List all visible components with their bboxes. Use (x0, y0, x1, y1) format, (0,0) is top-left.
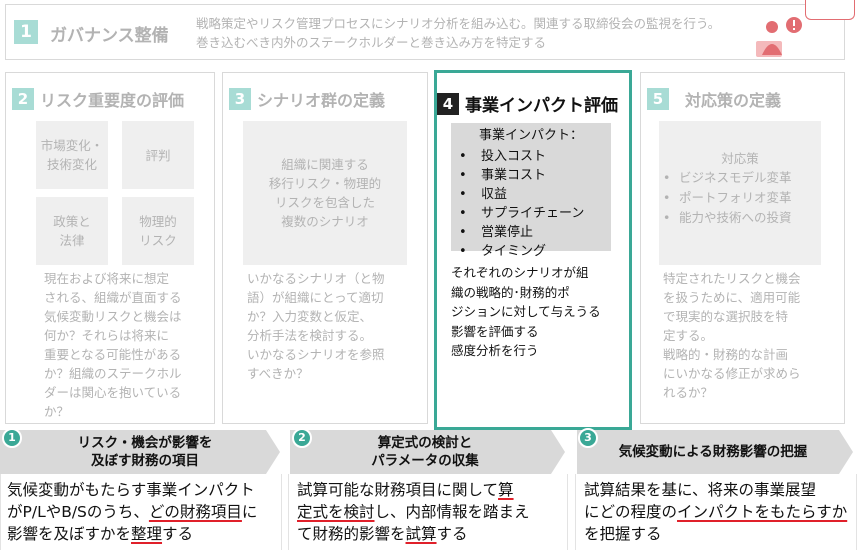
governance-desc-line: 戦略策定やリスク管理プロセスにシナリオ分析を組み込む。関連する取締役会の監視を行… (196, 16, 721, 31)
process-number-badge: 3 (578, 428, 598, 448)
response-box: 対応策 ビジネスモデル変革 ポートフォリオ変革 能力や技術への投資 (659, 121, 821, 265)
step-number: 4 (437, 92, 459, 115)
highlighted-phrase: 定式を検討 (297, 503, 375, 521)
step-title: シナリオ群の定義 (257, 91, 386, 110)
process-number-badge: 1 (2, 428, 22, 448)
step-description: いかなるシナリオ（と物語）が組織にとって適切か？入力変数と仮定、分析手法を検討す… (247, 271, 385, 381)
step-number: 2 (12, 88, 34, 110)
highlighted-phrase: 算 (498, 481, 514, 499)
step-number: 5 (647, 88, 669, 110)
chevron-label: 気候変動による財務影響の把握 (618, 444, 808, 460)
highlighted-phrase: 整理 (131, 525, 163, 543)
governance-desc-line: 巻き込むべき内外のステークホルダーと巻き込み方を特定する (196, 35, 547, 50)
chevron-label: 算定式の検討とパラメータの収集 (371, 435, 479, 469)
process-detail-text: 試算可能な財務項目に関して算 定式を検討し、内部情報を踏まえ て財務的影響を試算… (297, 481, 530, 543)
risk-cell-policy-law: 政策と 法律 (36, 197, 108, 265)
impact-list: 投入コスト 事業コスト 収益 サプライチェーン 営業停止 タイミング (459, 147, 611, 261)
scenario-box: 組織に関連する移行リスク・物理的リスクを包含した複数のシナリオ (243, 121, 407, 265)
governance-banner: 1 ガバナンス整備 戦略策定やリスク管理プロセスにシナリオ分析を組み込む。関連す… (5, 4, 845, 60)
list-item: タイミング (459, 242, 611, 261)
impact-box: 事業インパクト： 投入コスト 事業コスト 収益 サプライチェーン 営業停止 タイ… (451, 123, 611, 259)
step-number: 1 (14, 20, 38, 44)
step-title: 対応策の定義 (685, 91, 782, 110)
risk-cell-reputation: 評判 (122, 121, 194, 189)
process-detail-text: 気候変動がもたらす事業インパクト がP/LやB/Sのうち、どの財務項目に 影響を… (7, 481, 258, 543)
response-box-heading: 対応策 (721, 151, 759, 166)
list-item: 投入コスト (459, 147, 611, 166)
process-number-badge: 2 (292, 428, 312, 448)
risk-cell-physical: 物理的 リスク (122, 197, 194, 265)
highlighted-phrase: 試算 (405, 525, 437, 543)
presenter-icon (756, 17, 802, 57)
process-detail-text: 試算結果を基に、将来の事業展望 にどの程度のインパクトをもたらすか を把握する (584, 481, 848, 543)
step-number: 3 (229, 88, 251, 110)
list-item: ポートフォリオ変革 (663, 188, 821, 208)
risk-cell-market-tech: 市場変化・ 技術変化 (36, 121, 108, 189)
step-header: 2 リスク重要度の評価 (12, 87, 184, 111)
process-detail-1: 気候変動がもたらす事業インパクト がP/LやB/Sのうち、どの財務項目に 影響を… (0, 474, 282, 550)
process-chevron-2: 算定式の検討とパラメータの収集 (290, 430, 565, 474)
list-item: 収益 (459, 185, 611, 204)
process-detail-2: 試算可能な財務項目に関して算 定式を検討し、内部情報を踏まえ て財務的影響を試算… (288, 474, 568, 550)
step-description: 現在および将来に想定される、組織が直面する気候変動リスクと機会は何か？それらは将… (44, 271, 182, 419)
step-description: それぞれのシナリオが組織の戦略的･財務的ポジションに対して与えうる影響を評価する… (451, 265, 601, 358)
step-risk-materiality: 2 リスク重要度の評価 市場変化・ 技術変化 評判 政策と 法律 物理的 リスク… (5, 72, 215, 424)
process-chevron-1: リスク・機会が影響を及ぼす財務の項目 (0, 430, 280, 474)
process-detail-3: 試算結果を基に、将来の事業展望 にどの程度のインパクトをもたらすか を把握する (575, 474, 857, 550)
list-item: ビジネスモデル変革 (663, 168, 821, 188)
governance-title: ガバナンス整備 (50, 26, 169, 46)
step-header: 5 対応策の定義 (647, 87, 781, 111)
step-header: 4 事業インパクト評価 (437, 91, 618, 116)
chevron-label: リスク・機会が影響を及ぼす財務の項目 (77, 435, 213, 469)
highlighted-phrase: どの財務項目 (148, 503, 242, 521)
process-chevron-3: 気候変動による財務影響の把握 (577, 430, 853, 474)
speech-bubble (805, 0, 855, 20)
step-title: 事業インパクト評価 (465, 96, 618, 116)
impact-box-heading: 事業インパクト： (478, 128, 583, 143)
list-item: 営業停止 (459, 223, 611, 242)
highlighted-phrase: インパクトをもたらすか (677, 503, 848, 521)
step-title: リスク重要度の評価 (40, 91, 185, 110)
list-item: 事業コスト (459, 166, 611, 185)
step-scenario-definition: 3 シナリオ群の定義 組織に関連する移行リスク・物理的リスクを包含した複数のシナ… (222, 72, 428, 424)
step-description: 特定されたリスクと機会を扱うために、適用可能で現実的な選択肢を特定する。戦略的・… (663, 271, 801, 400)
list-item: 能力や技術への投資 (663, 208, 821, 228)
step-business-impact: 4 事業インパクト評価 事業インパクト： 投入コスト 事業コスト 収益 サプライ… (434, 70, 632, 430)
step-header: 3 シナリオ群の定義 (229, 87, 385, 111)
response-list: ビジネスモデル変革 ポートフォリオ変革 能力や技術への投資 (663, 168, 821, 228)
governance-description: 戦略策定やリスク管理プロセスにシナリオ分析を組み込む。関連する取締役会の監視を行… (196, 14, 720, 52)
step-response-definition: 5 対応策の定義 対応策 ビジネスモデル変革 ポートフォリオ変革 能力や技術への… (640, 72, 845, 424)
list-item: サプライチェーン (459, 204, 611, 223)
